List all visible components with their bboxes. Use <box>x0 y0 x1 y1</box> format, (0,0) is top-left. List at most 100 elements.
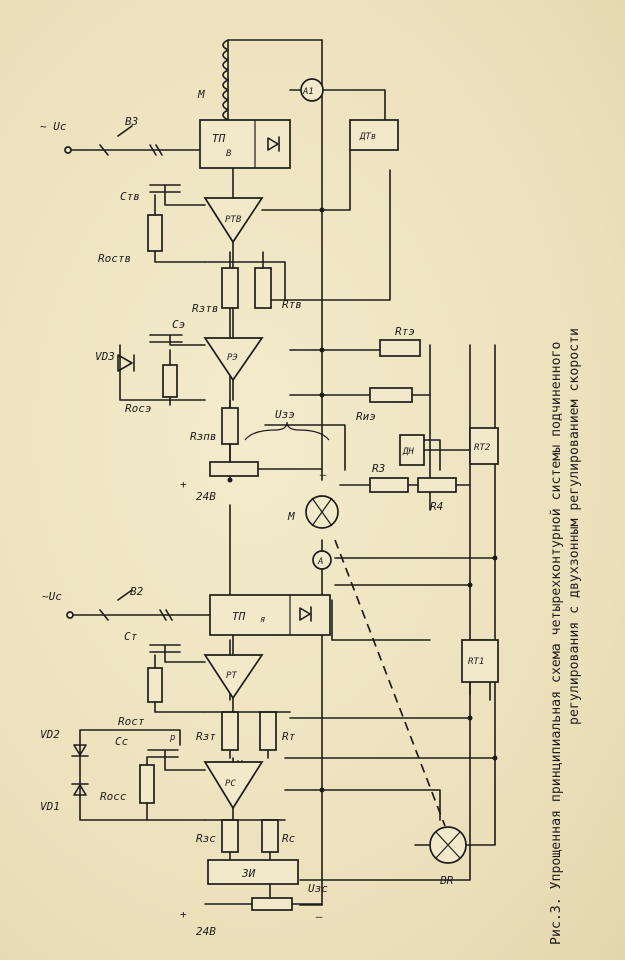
switch-b3[interactable] <box>99 125 163 156</box>
label-r-ie: Rиэ <box>356 410 376 423</box>
label-r3: R3 <box>372 462 385 475</box>
label-r-ose: Rосэ <box>125 402 152 415</box>
label-rt1: RT1 <box>468 657 484 667</box>
label-r-ostb: Rоств <box>98 252 131 265</box>
junction-dots <box>227 207 498 793</box>
field-winding <box>222 39 229 121</box>
uze-brace <box>244 421 330 441</box>
label-u-zc: Uзс <box>308 882 328 895</box>
label-c-c: Сс <box>115 735 129 748</box>
label-r-tv: Rтв <box>282 298 302 311</box>
label-r-zc: Rзс <box>196 832 216 845</box>
label-pt: РТ <box>226 671 237 681</box>
resistor-r-zpv <box>221 407 239 445</box>
label-minus-top: – <box>319 468 327 481</box>
resistor-r-t <box>259 711 277 751</box>
label-tp-ya: ТП <box>232 610 246 623</box>
resistor-r-ztv <box>221 267 239 309</box>
label-br: BR <box>440 874 454 887</box>
capacitor-ctb <box>149 184 206 206</box>
label-dt-b: ДТв <box>359 132 376 142</box>
capacitor-ce <box>149 334 206 346</box>
label-p-mark: р <box>169 733 175 743</box>
diode-vd2 <box>71 744 89 757</box>
resistor-r-ie <box>369 387 413 403</box>
resistor-r3 <box>369 477 409 493</box>
a1-wires <box>289 89 386 121</box>
dn-wires <box>411 394 471 471</box>
label-r-ztv: Rзтв <box>192 302 219 315</box>
terminal-uc-mid <box>66 611 74 619</box>
label-tp-b-sub: В <box>226 149 232 159</box>
label-a1: A1 <box>302 87 314 97</box>
potentiometer-uzc[interactable] <box>251 897 293 911</box>
label-24v-top: 24В <box>196 490 216 503</box>
label-uc-top: ~ Uc <box>40 120 67 133</box>
re-feedback-wires <box>119 344 206 406</box>
potentiometer-uze <box>209 461 259 477</box>
label-m-field: M <box>197 88 205 101</box>
label-plus-top: + <box>180 478 187 491</box>
speed-feedback-line-2 <box>284 789 441 821</box>
thyristor-converter-armature <box>209 594 331 636</box>
label-tp-b: ТП <box>212 132 226 145</box>
tpya-rectifier-symbol <box>299 606 312 622</box>
label-b3: B3 <box>125 115 138 128</box>
resistor-r-tv <box>254 267 272 309</box>
field-current-wire <box>259 169 391 301</box>
capacitor-ct <box>149 644 206 663</box>
resistor-r-ostb <box>147 214 163 252</box>
right-feedback-bus-1 <box>299 344 471 881</box>
field-current-sensor <box>349 119 399 151</box>
resistor-rt1 <box>461 639 499 683</box>
label-r-osc: Rосс <box>100 790 127 803</box>
motor-brushes <box>311 497 333 527</box>
label-zi: ЗИ <box>241 867 256 880</box>
diode-vd3 <box>117 354 135 372</box>
resistor-r-te <box>379 339 421 357</box>
label-dn: ДН <box>402 447 414 457</box>
label-r-te: Rтэ <box>395 325 415 338</box>
figure-caption: Рис.3. Упрощенная принципиальная схема ч… <box>549 328 582 945</box>
rt-input-wires <box>204 711 291 759</box>
resistor-r4 <box>417 477 457 493</box>
emf-loop-wire-2 <box>264 424 346 471</box>
resistor-rt2 <box>469 427 499 465</box>
switch-b2[interactable] <box>99 589 173 621</box>
rtv-input-wires <box>204 251 286 301</box>
resistor-r-osc <box>139 764 155 804</box>
resistor-r-ose <box>162 364 178 398</box>
br-brushes <box>435 831 461 859</box>
label-u-ze: Uзэ <box>275 408 295 421</box>
label-c-t: Ст <box>124 630 138 643</box>
resistor-r-zc <box>221 819 239 853</box>
label-minus-bot: – <box>315 910 323 923</box>
label-re: РЭ <box>227 353 238 363</box>
diode-vd1 <box>71 783 89 796</box>
uzc-wires <box>204 883 323 905</box>
label-uc-mid: ~Uc <box>42 590 62 603</box>
resistor-r-c <box>261 819 279 853</box>
label-r-ost: Rост <box>118 715 145 728</box>
label-tp-ya-sub: я <box>260 615 265 625</box>
tpb-rectifier-symbol <box>267 136 280 152</box>
label-pc: РС <box>225 779 236 789</box>
thyristor-converter-field <box>199 119 291 169</box>
label-rtv: РТВ <box>225 215 242 225</box>
ramp-generator-zi <box>207 859 299 885</box>
zpv-wires <box>229 399 323 470</box>
caption-line-1: Рис.3. Упрощенная принципиальная схема ч… <box>549 342 564 945</box>
resistor-r-ost <box>147 667 163 703</box>
rtv-wires <box>232 149 351 269</box>
pc-feedback-frame <box>79 729 206 821</box>
label-r-c: Rс <box>282 832 296 845</box>
br-wires <box>414 759 496 846</box>
label-vd2: VD2 <box>40 728 60 741</box>
label-r4: R4 <box>430 500 443 513</box>
label-c-tb: Cтв <box>120 190 140 203</box>
label-m-motor: M <box>287 510 295 523</box>
resistor-r-zt <box>221 711 239 751</box>
label-vd1: VD1 <box>40 800 60 813</box>
rostb-wires <box>154 194 206 263</box>
